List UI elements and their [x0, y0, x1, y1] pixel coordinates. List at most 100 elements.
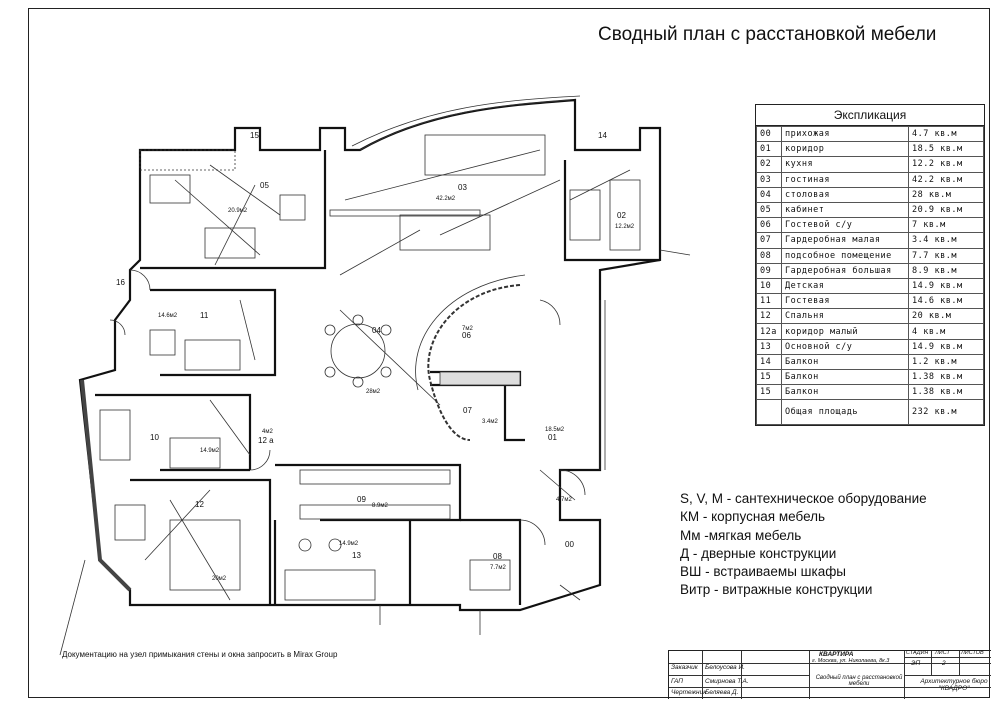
room-00-area: 4.7м2	[556, 497, 572, 503]
room-11-area: 14.6м2	[158, 313, 178, 319]
stamp-drafter-label: Чертежник	[671, 689, 707, 696]
stamp-sheet: 2	[942, 660, 946, 667]
room-08-area: 7.7м2	[490, 565, 506, 571]
room-13-area: 14.9м2	[339, 541, 359, 547]
explication-name: Гостевая	[781, 293, 909, 310]
explication-area: 14.9 кв.м	[908, 277, 984, 295]
room-03-area: 42.2м2	[436, 196, 456, 202]
stamp-project: КВАРТИРА	[819, 651, 854, 658]
legend-item: ВШ - встраиваемы шкафы	[680, 564, 847, 580]
room-07-num: 07	[463, 406, 472, 415]
explication-num: 12a	[756, 323, 782, 340]
explication-num: 10	[756, 277, 782, 295]
explication-name: Гардеробная большая	[781, 262, 909, 279]
explication-name: Спальня	[781, 308, 909, 325]
explication-name: Детская	[781, 277, 909, 295]
explication-name: кабинет	[781, 201, 909, 219]
room-11-num: 11	[200, 311, 209, 320]
legend-item: Д - дверные конструкции	[680, 545, 837, 561]
explication-num: 15	[756, 368, 782, 386]
explication-num: 14	[756, 353, 782, 371]
stamp-stage: ЭП	[911, 660, 921, 667]
room-08-num: 08	[493, 552, 502, 561]
explication-num: 13	[756, 338, 782, 355]
stamp-sheet-title: Сводный план с расстановкой мебели	[815, 675, 903, 687]
explication-heading: Экспликация	[756, 105, 984, 126]
room-00-num: 00	[565, 540, 574, 549]
explication-area: 12.2 кв.м	[908, 156, 984, 173]
explication-name: Балкон	[781, 353, 909, 371]
explication-name: гостиная	[781, 171, 909, 188]
drawing-frame	[28, 8, 990, 698]
explication-name: Балкон	[781, 384, 909, 401]
room-02-num: 02	[617, 211, 626, 220]
room-04-num: 04	[372, 326, 381, 335]
page-title: Сводный план с расстановкой мебели	[598, 24, 937, 45]
legend-item: Мм -мягкая мебель	[680, 527, 802, 543]
room-01-num: 01	[548, 433, 557, 442]
explication-name: Балкон	[781, 368, 909, 386]
explication-area: 4.7 кв.м	[908, 125, 984, 143]
explication-num: 15	[756, 384, 782, 401]
stamp-address: г. Москва, ул. Николаева, 8к.3	[812, 658, 890, 664]
explication-num: 04	[756, 186, 782, 203]
documentation-note: Документацию на узел примыкания стены и …	[62, 650, 338, 659]
legend-item: КМ - корпусная мебель	[680, 509, 826, 525]
explication-name: столовая	[781, 186, 909, 203]
explication-name: Гардеробная малая	[781, 232, 909, 249]
room-12-area: 20м2	[212, 576, 227, 582]
explication-total-blank	[756, 399, 782, 426]
room-12a-num: 12 а	[258, 436, 274, 445]
room-16-num: 16	[116, 278, 125, 287]
explication-num: 12	[756, 308, 782, 325]
explication-area: 18.5 кв.м	[908, 141, 984, 158]
stamp-gap-label: ГАП	[671, 678, 683, 685]
stamp-stage-label: СТАДИЯ	[906, 650, 929, 656]
explication-area: 20 кв.м	[908, 308, 984, 325]
room-14-num: 14	[598, 131, 607, 140]
explication-area: 8.9 кв.м	[908, 262, 984, 279]
explication-num: 01	[756, 141, 782, 158]
stamp-sheets-label: ЛИСТОВ	[961, 650, 984, 656]
explication-num: 08	[756, 247, 782, 264]
explication-num: 09	[756, 262, 782, 279]
explication-num: 11	[756, 293, 782, 310]
stamp-bureau: Архитектурное бюро "КВАДРО"	[920, 678, 988, 692]
room-05-num: 05	[260, 181, 269, 190]
stamp-client: Белоусова И.	[705, 664, 745, 671]
room-10-num: 10	[150, 433, 159, 442]
explication-name: коридор	[781, 141, 909, 158]
explication-area: 7.7 кв.м	[908, 247, 984, 264]
explication-name: коридор малый	[781, 323, 909, 340]
room-13-num: 13	[352, 551, 361, 560]
explication-num: 00	[756, 125, 782, 143]
explication-area: 1.38 кв.м	[908, 368, 984, 386]
stamp-drafter: Беляева Д.	[705, 689, 739, 696]
room-03-num: 03	[458, 183, 467, 192]
explication-area: 1.38 кв.м	[908, 384, 984, 401]
room-07-area: 3.4м2	[482, 419, 498, 425]
room-15-num: 15	[250, 131, 259, 140]
stamp-client-label: Заказчик	[671, 664, 698, 671]
explication-num: 03	[756, 171, 782, 188]
room-01-area: 18.5м2	[545, 427, 565, 433]
